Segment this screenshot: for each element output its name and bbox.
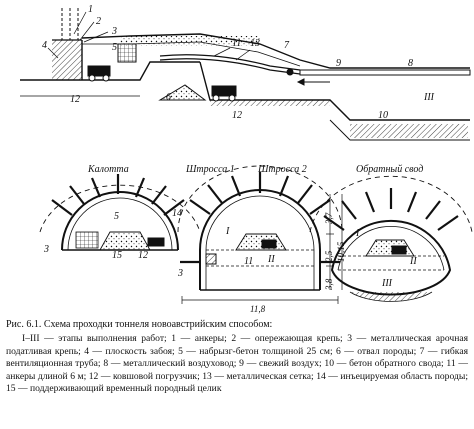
invert-label-II: II: [409, 256, 417, 267]
label-11: 11: [232, 38, 241, 49]
label-8: 8: [408, 58, 413, 69]
shotcrete-band: [120, 36, 260, 46]
rock-face-block: [52, 40, 82, 80]
calotte-mesh-block: [75, 231, 99, 249]
anchor-lines: [61, 8, 79, 40]
longitudinal-labels: 1 2 3 4 5 6 7 8 9 10 11 12 12 13 III: [42, 4, 435, 121]
invert-label-III: III: [381, 278, 393, 289]
label-stage-3: III: [423, 92, 435, 103]
bench-label-11: 11: [244, 256, 253, 267]
calotte-label-5: 5: [114, 211, 119, 222]
title-shtrossa-2: Штросса 2: [257, 164, 307, 175]
label-1: 1: [88, 4, 93, 15]
tunnel-scheme-diagram: 1 2 3 4 5 6 7 8 9 10 11 12 12 13 III Кал…: [20, 4, 473, 314]
section-benches-labels: I 11 3 II: [177, 226, 275, 279]
label-6: 6: [166, 92, 171, 103]
bench-anchors: [180, 172, 340, 264]
invert-concrete: [350, 124, 468, 138]
title-shtrossa-1: Штросса 1: [185, 164, 235, 175]
section-invert-labels: I II III: [355, 228, 417, 289]
dim-10-15: 10,15: [336, 241, 346, 262]
air-duct: [299, 69, 471, 76]
loader-left: [87, 65, 111, 82]
mesh-panel: [117, 43, 137, 63]
bench-label-I: I: [225, 226, 230, 237]
label-12a: 12: [70, 94, 80, 105]
label-4: 4: [42, 40, 47, 51]
section-calotte-labels: 5 3 15 12 14: [43, 208, 182, 261]
invert-anchors: [323, 188, 459, 231]
label-14: 14: [172, 208, 182, 219]
label-3: 3: [111, 26, 117, 37]
label-5: 5: [112, 42, 117, 53]
calotte-label-12: 12: [138, 250, 148, 261]
loader-right: [211, 85, 237, 102]
title-obratny-svod: Обратный свод: [356, 164, 423, 175]
label-13: 13: [250, 38, 260, 49]
section-calotte: [39, 174, 201, 251]
dimension-labels: 3,7 2,5 3,8 10,15 11,8: [250, 212, 346, 314]
longitudinal-section: [20, 8, 471, 141]
label-12b: 12: [232, 110, 242, 121]
label-9: 9: [336, 58, 341, 69]
dim-2-5: 2,5: [324, 250, 334, 262]
label-7: 7: [284, 40, 290, 51]
section-benches: [177, 165, 343, 304]
caption-legend: I–III — этапы выполнения работ; 1 — анке…: [6, 333, 468, 395]
bench-label-II: II: [267, 254, 275, 265]
calotte-label-3: 3: [43, 244, 49, 255]
dim-3-8: 3,8: [324, 278, 334, 291]
bench-label-3: 3: [177, 268, 183, 279]
label-2: 2: [96, 16, 101, 27]
calotte-anchors: [51, 174, 185, 216]
section-invert: [309, 175, 473, 302]
title-kalotta: Калотта: [87, 164, 129, 175]
invert-label-I: I: [355, 228, 360, 239]
section-titles: Калотта Штросса 1 Штросса 2 Обратный сво…: [87, 164, 423, 175]
caption-title: Рис. 6.1. Схема проходки тоннеля новоавс…: [6, 319, 273, 330]
dim-11-8: 11,8: [250, 304, 266, 314]
figure-caption: Рис. 6.1. Схема проходки тоннеля новоавс…: [6, 318, 468, 396]
calotte-label-15: 15: [112, 250, 122, 261]
label-10: 10: [378, 110, 388, 121]
